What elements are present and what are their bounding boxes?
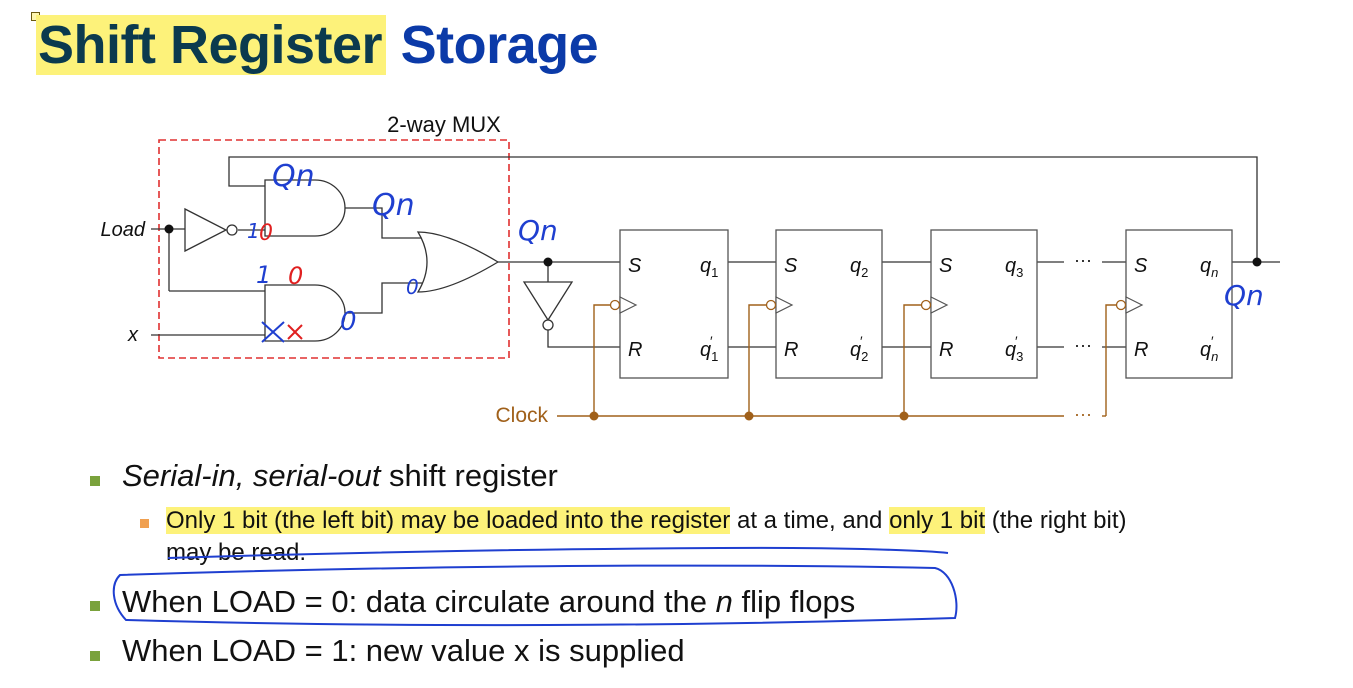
ff1-qbar-label: q	[700, 339, 711, 361]
sub-bullet-marker	[140, 519, 149, 528]
svg-text:qn: qn	[1200, 255, 1218, 280]
ff1-qbar-sub: 1	[711, 349, 718, 364]
load-inverter	[184, 207, 228, 253]
ffn-qbar-label: q	[1200, 339, 1211, 361]
ff1-s-label: S	[628, 255, 642, 277]
ff3-q-label: q	[1005, 255, 1016, 277]
ffn-qbar-sub: n	[1211, 349, 1218, 364]
bullet-marker	[90, 651, 100, 661]
svg-text:q3: q3	[1005, 339, 1023, 364]
ff3-q-sub: 3	[1016, 265, 1023, 280]
ff2-qbar-sub: 2	[861, 349, 868, 364]
r-inverter	[522, 281, 574, 322]
svg-text:q2: q2	[850, 339, 868, 364]
ffn-q-label: q	[1200, 255, 1211, 277]
clock-dots	[589, 411, 909, 421]
ff3-qbar-sub: 3	[1016, 349, 1023, 364]
ff1-q-label: q	[700, 255, 711, 277]
svg-text:q3: q3	[1005, 255, 1023, 280]
ff1-q-sub: 1	[711, 265, 718, 280]
ff2-q-label: q	[850, 255, 861, 277]
hw-zero-or-in: 0	[406, 275, 419, 299]
ff2-r-label: R	[784, 339, 798, 361]
bullet-load0-n: n	[715, 584, 733, 619]
circuit-wires	[151, 156, 1280, 348]
mux-label: 2-way MUX	[387, 112, 501, 137]
load-inverter-bubble	[226, 224, 238, 236]
bullet-load0: When LOAD = 0: data circulate around the…	[122, 584, 855, 620]
svg-text:′: ′	[860, 333, 863, 349]
hw-qn-output: Qn	[1224, 279, 1264, 312]
bullet-marker	[90, 476, 100, 486]
flip-flop-2: S R q2 q2 ′	[775, 229, 883, 379]
logic-gates	[184, 179, 574, 342]
bullet-serial-rest: shift register	[380, 458, 558, 493]
hw-x-marks	[261, 321, 303, 343]
hw-zero-and-bottom: 0	[288, 262, 303, 290]
sub-bullet-line2: may be read.	[166, 539, 307, 566]
ff1-r-label: R	[628, 339, 642, 361]
ff3-r-label: R	[939, 339, 953, 361]
bullet-load1: When LOAD = 1: new value x is supplied	[122, 633, 685, 668]
title-highlighted: Shift Register	[36, 15, 387, 75]
bullet-serial: Serial-in, serial-out shift register	[122, 458, 558, 494]
hw-one-inverter: 1	[247, 219, 260, 243]
ff2-qbar-label: q	[850, 339, 861, 361]
flip-flop-1: S R q1 q1 ′	[619, 229, 729, 379]
svg-text:′: ′	[1211, 333, 1214, 349]
clock-bubbles	[609, 299, 1127, 311]
svg-text:q1: q1	[700, 339, 718, 364]
ffn-r-label: R	[1134, 339, 1148, 361]
ffn-q-sub: n	[1211, 265, 1218, 280]
hw-one-and-bottom: 1	[256, 261, 271, 289]
sub-bullet-t2: (the right bit)	[985, 507, 1127, 534]
sub-bullet-t1: at a time, and	[730, 507, 890, 534]
bullet-marker	[90, 601, 100, 611]
sub-bullet-hl2: only 1 bit	[889, 507, 986, 534]
clock-wires	[557, 304, 1116, 417]
svg-text:′: ′	[710, 333, 713, 349]
sub-bullet-line1: Only 1 bit (the left bit) may be loaded …	[166, 507, 1127, 535]
ffn-s-label: S	[1134, 255, 1148, 277]
svg-text:q2: q2	[850, 255, 868, 280]
ff2-s-label: S	[784, 255, 798, 277]
ff2-q-sub: 2	[861, 265, 868, 280]
hw-qn-or-out: Qn	[518, 214, 558, 247]
svg-text:′: ′	[1015, 333, 1018, 349]
handwritten-annotations: Qn Qn Qn Qn 1 0 1 0 0 0	[247, 159, 1264, 337]
flip-flop-n: S R qn qn ′	[1125, 229, 1233, 379]
load-label: Load	[101, 219, 146, 241]
svg-text:qn: qn	[1200, 339, 1218, 364]
hw-zero-inverter: 0	[259, 221, 273, 246]
ellipsis-top: ···	[1074, 250, 1092, 270]
hw-qn-and-out: Qn	[372, 188, 415, 223]
sub-bullet-hl1: Only 1 bit (the left bit) may be loaded …	[166, 507, 731, 534]
or-gate	[416, 231, 500, 293]
bullet-load0-post: flip flops	[732, 584, 856, 619]
ellipsis-bottom: ···	[1074, 335, 1092, 355]
hw-qn-and-top: Qn	[272, 159, 315, 194]
and-gate-top	[264, 179, 346, 237]
ff3-qbar-label: q	[1005, 339, 1016, 361]
svg-text:q1: q1	[700, 255, 718, 280]
flip-flop-3: S R q3 q3 ′	[930, 229, 1038, 379]
x-label: x	[127, 324, 139, 346]
hw-zero-and-out: 0	[340, 307, 357, 337]
and-gate-bottom	[264, 284, 346, 342]
clock-label: Clock	[495, 404, 548, 427]
slide-title: Shift Register Storage	[36, 14, 599, 76]
bullet-load0-pre: When LOAD = 0: data circulate around the	[122, 584, 716, 619]
r-inverter-bubble	[542, 319, 554, 331]
junction-dots	[164, 224, 1262, 267]
title-rest: Storage	[400, 15, 599, 75]
ff3-s-label: S	[939, 255, 953, 277]
ellipsis-clock: ···	[1074, 404, 1092, 424]
bullet-serial-italic: Serial-in, serial-out	[122, 458, 381, 493]
mux-box	[158, 139, 510, 359]
